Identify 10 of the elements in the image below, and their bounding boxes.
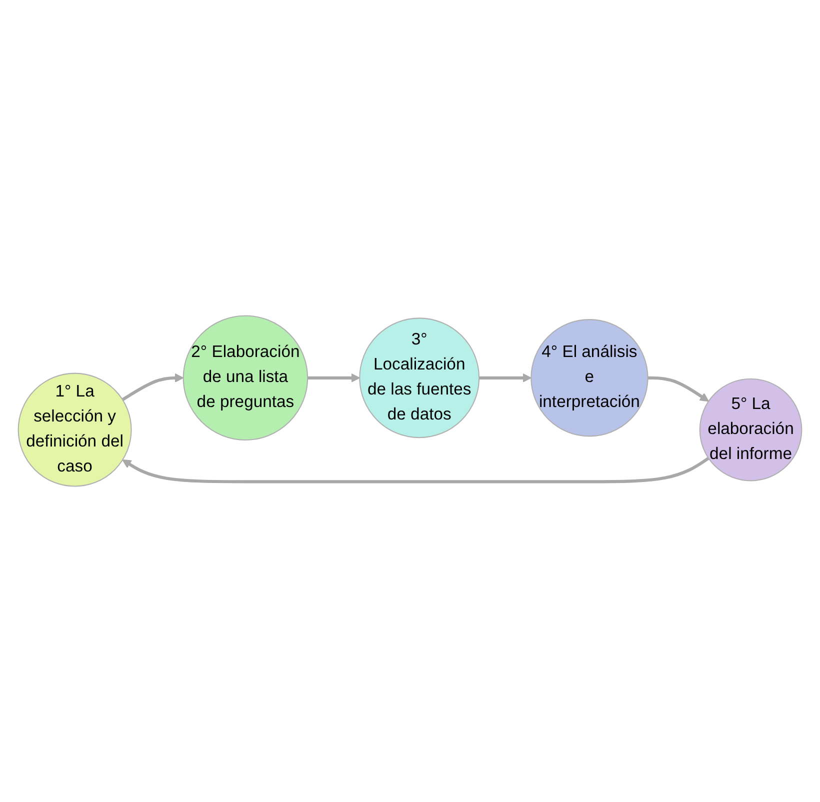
node-circle: 2° Elaboración de una lista de preguntas [182, 315, 308, 440]
arrow [479, 373, 532, 382]
node-circle: 4° El análisis e interpretación [530, 319, 648, 437]
arrow [308, 373, 360, 382]
node-circle: 3° Localización de las fuentes de datos [359, 318, 480, 438]
arrow [122, 456, 710, 484]
arrow [648, 376, 709, 402]
node-circle: 5° La elaboración del informe [699, 378, 802, 482]
arrow [122, 373, 184, 402]
node-circle: 1° La selección y definición del caso [18, 372, 132, 487]
